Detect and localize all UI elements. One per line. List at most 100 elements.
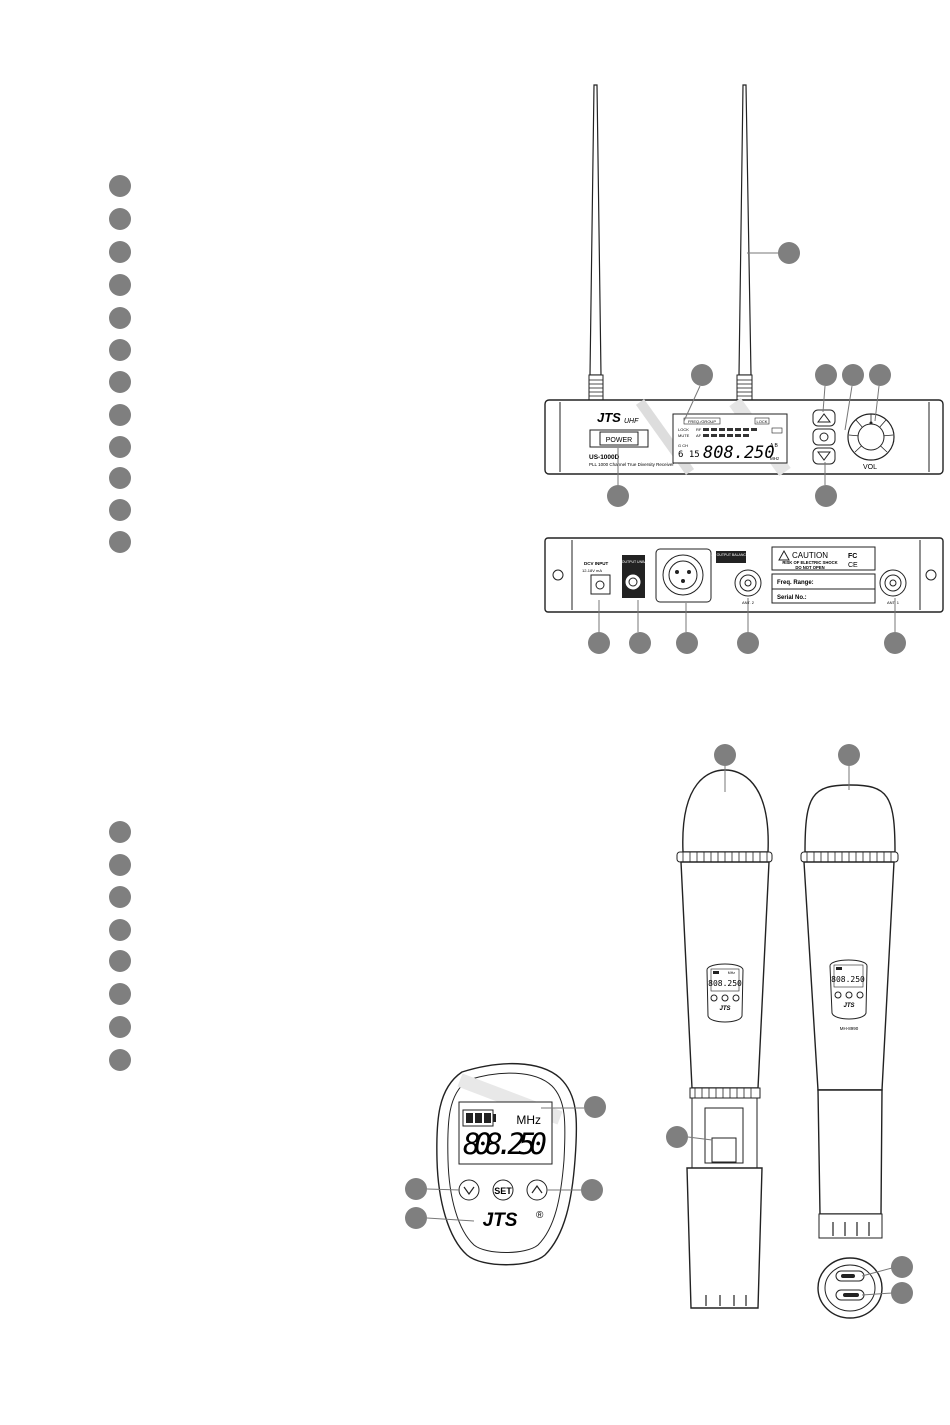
af-bal-label: AF OUTPUT BALANCED [711,553,751,557]
battery-icon [771,427,783,434]
af-unbal-label: AF OUTPUT UNBAL. [616,560,649,564]
caution-label: CAUTION RISK OF ELECTRIC SHOCK DO NOT OP… [771,546,876,571]
list-bullet [109,821,131,843]
up-arrow-icon [817,413,831,423]
power-label: POWER [606,437,632,444]
vol-label: VOL [863,464,877,471]
callout-marker [884,632,906,654]
callout-marker [676,632,698,654]
list-bullet [109,175,131,197]
up-button[interactable] [812,409,836,427]
mic-display-frequency: 808.250 [831,975,865,984]
af-unbal-jack[interactable]: AF OUTPUT UNBAL. [616,555,650,598]
volume-knob[interactable] [847,413,895,461]
list-bullet [109,854,131,876]
receiver-rear: DCV INPUT 12-18V mA AF OUTPUT UNBAL. AF … [544,537,944,654]
receiver-lcd: FREQ./GROUP LOCK LOCK MUTE RF AF G CH 6 … [672,413,788,464]
list-bullet [109,404,131,426]
mic-display-frequency: 808.250 [708,979,742,988]
list-bullet [109,499,131,521]
set-button[interactable] [812,428,836,446]
callout-marker [737,632,759,654]
af-meter [703,434,749,437]
display-brand: JTS [483,1210,518,1231]
microphone-closed: 808.250 JTS MH-8990 [800,744,899,1239]
callout-marker [842,364,864,386]
set-button[interactable]: SET [492,1179,514,1201]
list-bullet [109,531,131,553]
list-bullet [109,919,131,941]
down-arrow-icon [817,451,831,461]
lcd-frequency: 808.250 [703,443,775,463]
list-bullet [109,241,131,263]
list-bullet [109,886,131,908]
antenna-2-connector[interactable] [734,569,762,597]
mic-grille [804,784,896,853]
ant1-label: ANT. 1 [887,600,900,605]
display-frequency: 808.250 [463,1127,547,1161]
lcd-rf-label: RF [696,427,702,432]
lcd-lock-badge: LOCK [757,419,768,424]
list-bullet [109,208,131,230]
brand-suffix: UHF [624,418,639,425]
warning-icon [778,549,790,561]
mic-display-brand: JTS [719,1006,730,1012]
xlr-output[interactable] [655,548,712,603]
freq-range-label: Freq. Range: [777,580,814,586]
list-bullet [109,467,131,489]
serial-label: Serial No.: [777,595,807,601]
caution-title: CAUTION [792,551,828,560]
mic-bottom-cap [686,1167,763,1309]
callout-marker [691,364,713,386]
list-bullet [109,950,131,972]
screw-icon [925,569,937,581]
callout-marker [588,632,610,654]
microphone-open: MHz 808.250 JTS [666,744,773,1309]
list-bullet [109,307,131,329]
callout-marker [405,1178,427,1200]
mic-bottom-view [817,1256,913,1319]
up-button[interactable] [526,1179,548,1201]
callout-marker [891,1256,913,1278]
model-subtitle: PLL 1000 Channel True Diversity Receiver [589,462,674,467]
registered-mark: ® [536,1210,544,1221]
display-unit: MHz [516,1113,541,1127]
set-circle-icon [819,432,829,442]
callout-marker [607,485,629,507]
list-bullet [109,274,131,296]
callout-marker [714,744,736,766]
callout-marker [584,1096,606,1118]
list-bullet [109,436,131,458]
screw-icon [552,569,564,581]
callout-marker [405,1207,427,1229]
lcd-lock-label: LOCK [678,427,689,432]
transmitter-display-closeup: MHz 808.250 SET JTS ® [405,1062,606,1266]
power-button[interactable]: POWER [589,429,649,448]
lcd-group-label: G CH [678,443,688,448]
down-button[interactable] [812,447,836,465]
mic-model-label: MH-8990 [840,1026,859,1031]
antenna-1-connector[interactable] [879,569,907,597]
list-bullet [109,371,131,393]
list-bullet [109,339,131,361]
lcd-unit: MHz [770,456,780,461]
ce-mark: CE [848,562,858,569]
list-bullet [109,1016,131,1038]
mic-display-brand: JTS [843,1003,854,1009]
lcd-af-label: AF [696,433,702,438]
callout-marker [838,744,860,766]
lcd-mute-label: MUTE [678,433,690,438]
rf-meter [703,428,757,431]
receiver-front: JTS UHF POWER US-1000D PLL 1000 Channel … [544,84,944,507]
lcd-freq-label: FREQ./GROUP [688,419,716,424]
caution-line1: RISK OF ELECTRIC SHOCK [782,560,837,565]
dc-input-spec: 12-18V mA [582,568,602,573]
callout-marker [869,364,891,386]
mic-display-unit: MHz [728,971,735,975]
callout-marker [891,1282,913,1304]
down-button[interactable] [458,1179,480,1201]
dc-input-label: DCV INPUT [584,561,609,566]
lcd-group-value: 6 15 [678,450,700,460]
antenna-left [588,84,604,402]
